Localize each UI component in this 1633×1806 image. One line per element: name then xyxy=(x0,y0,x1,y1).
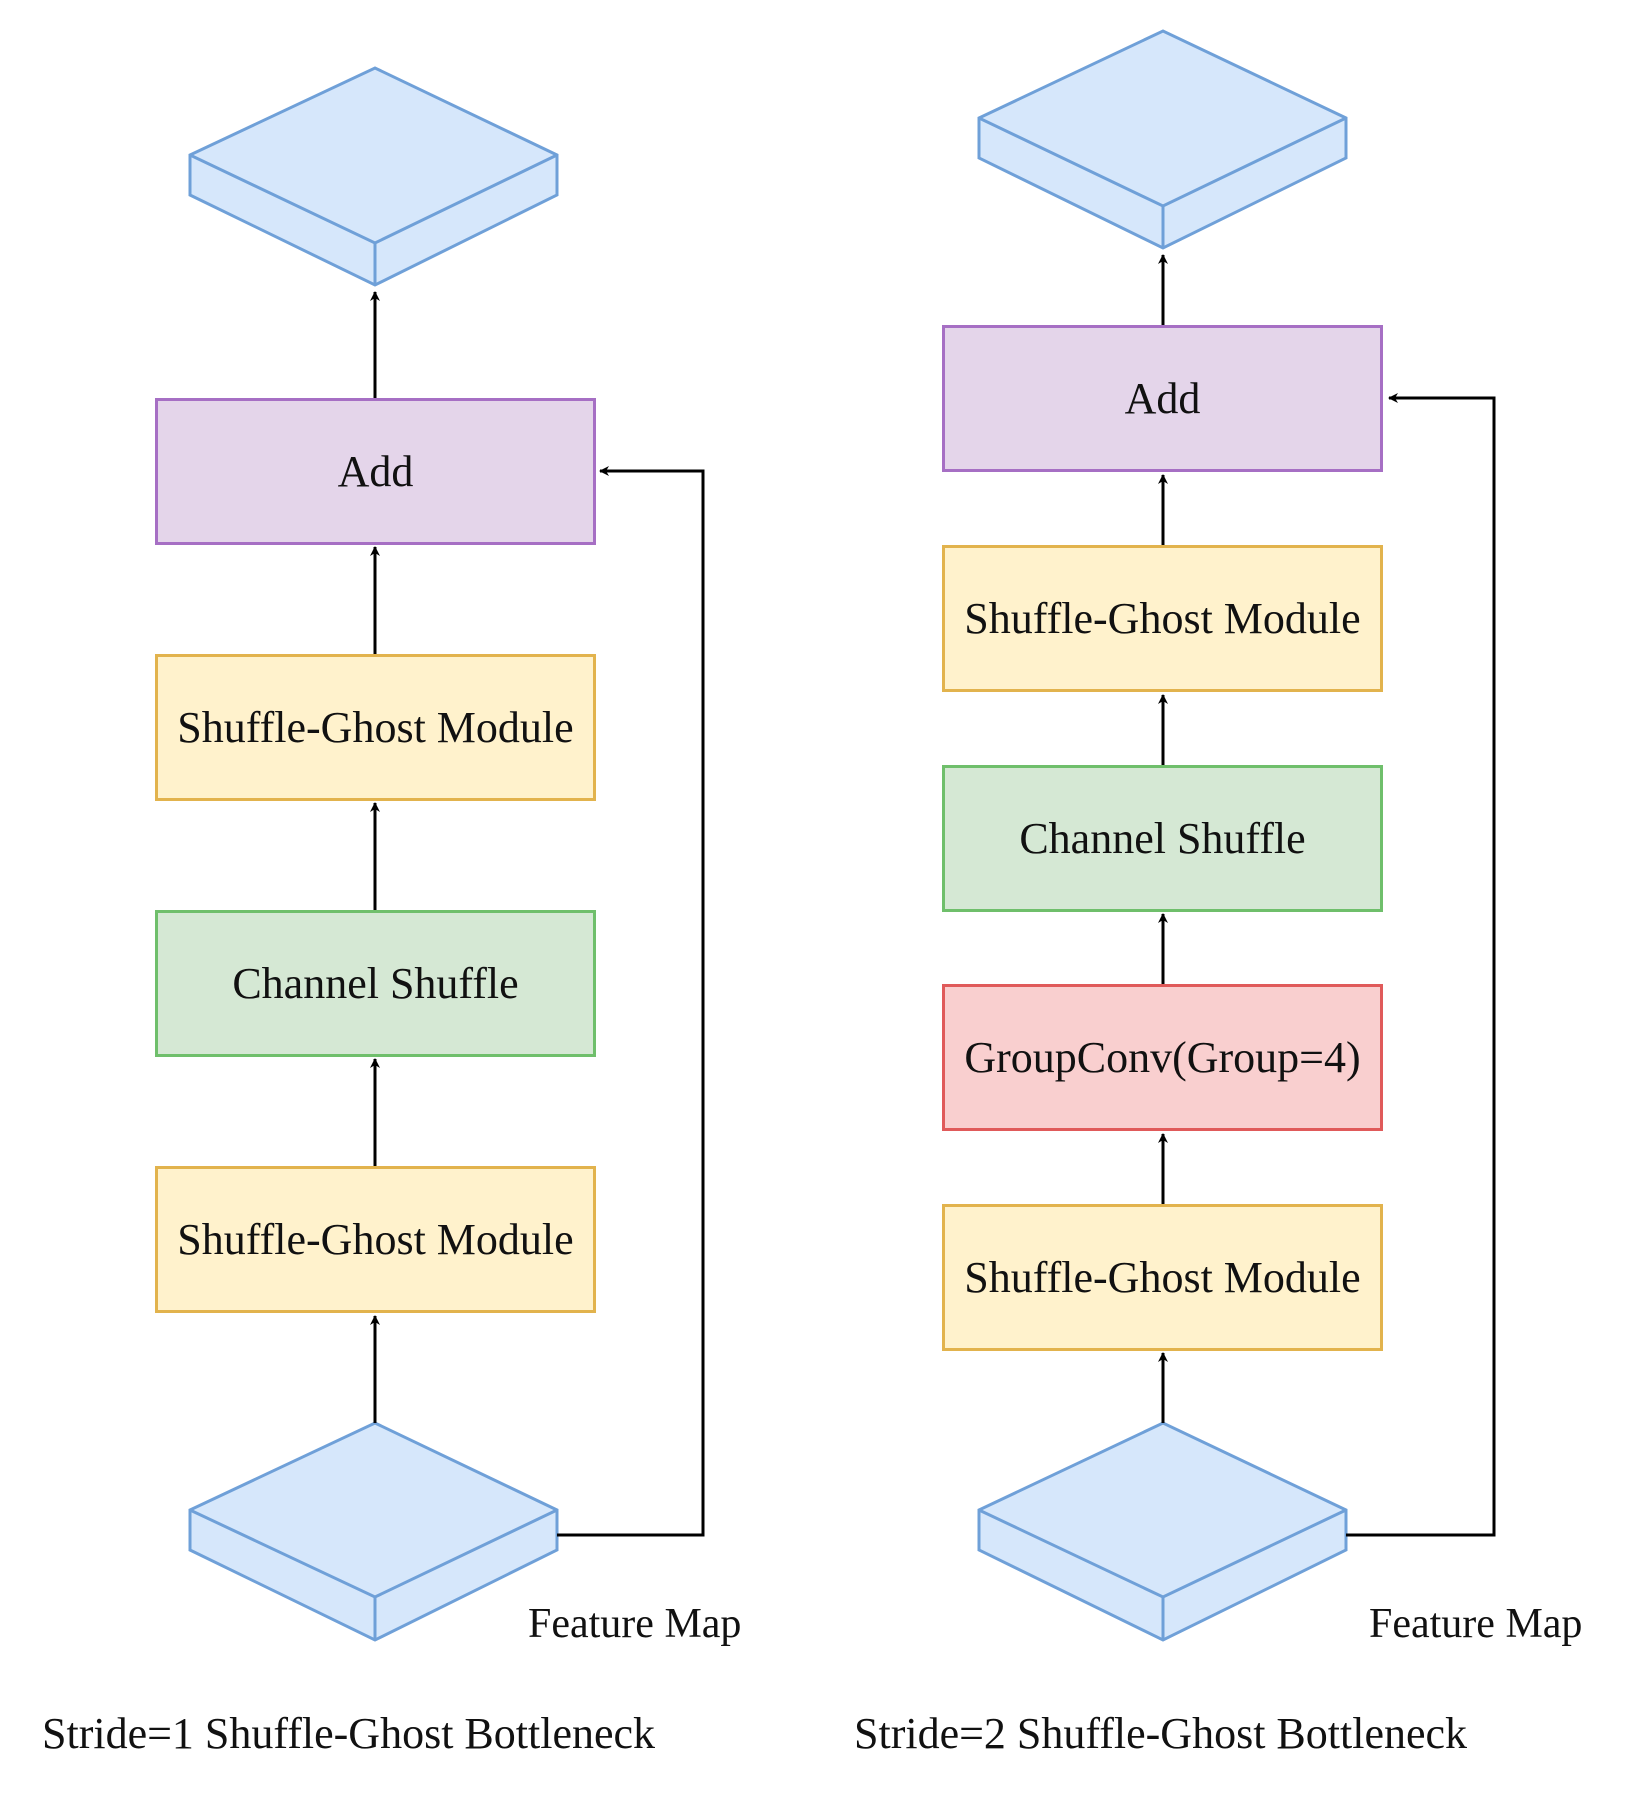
right-caption: Stride=2 Shuffle-Ghost Bottleneck xyxy=(854,1709,1468,1758)
right-feature-map-label: Feature Map xyxy=(1369,1601,1583,1647)
left-add-block: Add xyxy=(155,398,596,545)
right-output-tensor xyxy=(977,29,1348,250)
right-skip-connection xyxy=(1346,393,1496,1537)
left-input-tensor xyxy=(188,1421,559,1642)
right-arrows xyxy=(1158,254,1496,1537)
left-shuffle-ghost-module-top: Shuffle-Ghost Module xyxy=(155,654,596,801)
left-shuffle-ghost-module-bottom: Shuffle-Ghost Module xyxy=(155,1166,596,1313)
left-channel-shuffle-label: Channel Shuffle xyxy=(232,959,519,1008)
right-input-tensor xyxy=(977,1421,1348,1642)
right-add-block: Add xyxy=(942,325,1383,472)
left-caption: Stride=1 Shuffle-Ghost Bottleneck xyxy=(42,1709,656,1758)
right-ghost-top-label: Shuffle-Ghost Module xyxy=(964,594,1361,643)
left-arrows xyxy=(370,291,705,1537)
right-shuffle-ghost-module-top: Shuffle-Ghost Module xyxy=(942,545,1383,692)
right-channel-shuffle: Channel Shuffle xyxy=(942,765,1383,912)
left-output-tensor xyxy=(188,66,559,287)
left-feature-map-label: Feature Map xyxy=(528,1601,742,1647)
right-group-conv-label: GroupConv(Group=4) xyxy=(964,1033,1361,1082)
right-ghost-bottom-label: Shuffle-Ghost Module xyxy=(964,1253,1361,1302)
right-add-label: Add xyxy=(1124,374,1201,423)
left-channel-shuffle: Channel Shuffle xyxy=(155,910,596,1057)
left-ghost-top-label: Shuffle-Ghost Module xyxy=(177,703,574,752)
right-group-conv: GroupConv(Group=4) xyxy=(942,984,1383,1131)
right-shuffle-ghost-module-bottom: Shuffle-Ghost Module xyxy=(942,1204,1383,1351)
left-add-label: Add xyxy=(337,447,414,496)
left-skip-connection xyxy=(557,466,705,1537)
left-ghost-bottom-label: Shuffle-Ghost Module xyxy=(177,1215,574,1264)
right-channel-shuffle-label: Channel Shuffle xyxy=(1019,814,1306,863)
